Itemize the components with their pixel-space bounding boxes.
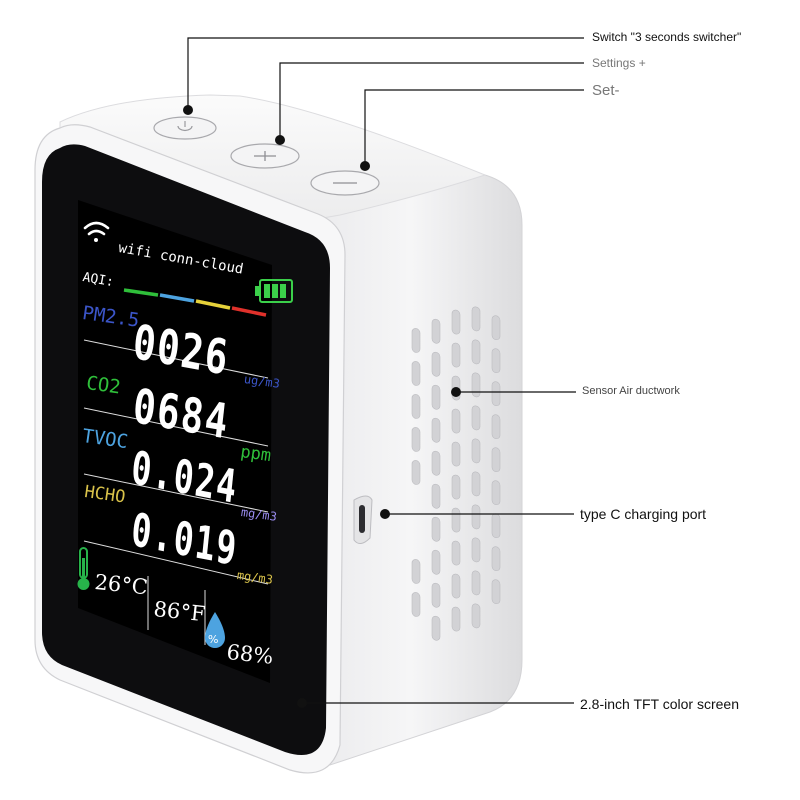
aqi-bar [123, 288, 267, 317]
callout-dot [380, 509, 390, 519]
vent-slot [411, 394, 421, 419]
callout-dot [297, 698, 307, 708]
vent-slot [451, 342, 461, 368]
vent-slot [471, 306, 481, 332]
vent-slot [431, 417, 441, 443]
vent-slot [491, 480, 501, 506]
vent-slot [471, 537, 481, 563]
vent-slot [471, 339, 481, 365]
vent-slot [411, 460, 421, 485]
vent-slot [451, 474, 461, 500]
vent-slot [431, 615, 441, 641]
thermometer-icon [77, 547, 90, 590]
vent-slot [431, 450, 441, 476]
vent-slot [411, 427, 421, 452]
vent-slot [451, 408, 461, 434]
callout-switch: Switch "3 seconds switcher" [592, 30, 742, 44]
vent-slot [431, 483, 441, 509]
callout-screen: 2.8-inch TFT color screen [580, 696, 739, 712]
vent-slot [491, 414, 501, 440]
callout-dot [360, 161, 370, 171]
droplet-icon: % [205, 612, 225, 648]
vent-slot [411, 361, 421, 386]
vent-slot [451, 507, 461, 533]
callout-dot [183, 105, 193, 115]
callout-typec: type C charging port [580, 506, 707, 522]
vent-slot [491, 546, 501, 572]
vent-slot [471, 372, 481, 398]
vent-slot [431, 549, 441, 575]
callout-dot [275, 135, 285, 145]
vent-slot [491, 447, 501, 473]
plus-button[interactable] [230, 143, 300, 169]
vent-slot [411, 559, 421, 584]
battery-icon [255, 279, 293, 303]
vent-slot [451, 441, 461, 467]
vent-slot [471, 504, 481, 530]
vent-slot [451, 309, 461, 335]
minus-button[interactable] [310, 170, 380, 196]
vent-slot [431, 351, 441, 377]
sensor-vents [411, 306, 501, 641]
power-button[interactable] [153, 116, 217, 140]
vent-slot [491, 348, 501, 374]
vent-slot [471, 471, 481, 497]
vent-slot [431, 582, 441, 608]
callout-set-minus: Set- [592, 82, 620, 99]
wifi-icon [83, 221, 110, 242]
vent-slot [471, 570, 481, 596]
co2-unit: ppm [239, 442, 273, 467]
vent-slot [431, 318, 441, 344]
callout-lines [187, 37, 584, 704]
vent-slot [491, 381, 501, 407]
vent-slot [491, 579, 501, 605]
vent-slot [431, 384, 441, 410]
callout-sensor: Sensor Air ductwork [582, 385, 680, 397]
co2-label: CO2 [84, 372, 122, 399]
typec-port[interactable] [353, 495, 373, 544]
vent-slot [451, 573, 461, 599]
vent-slot [491, 315, 501, 341]
row-separators [83, 339, 269, 645]
vent-slot [471, 603, 481, 629]
vent-slot [451, 540, 461, 566]
callout-dot [451, 387, 461, 397]
svg-text:%: % [208, 633, 218, 646]
vent-slot [451, 606, 461, 632]
vent-slot [411, 328, 421, 353]
humidity-value: 68% [225, 640, 275, 669]
lcd-screen [78, 200, 272, 683]
vent-slot [491, 513, 501, 539]
vent-slot [471, 438, 481, 464]
vent-slot [431, 516, 441, 542]
vent-slot [411, 592, 421, 617]
plus-icon [254, 151, 276, 161]
callout-settings-plus: Settings + [592, 56, 646, 70]
vent-slot [471, 405, 481, 431]
device-side [299, 129, 523, 766]
power-icon [177, 121, 193, 132]
